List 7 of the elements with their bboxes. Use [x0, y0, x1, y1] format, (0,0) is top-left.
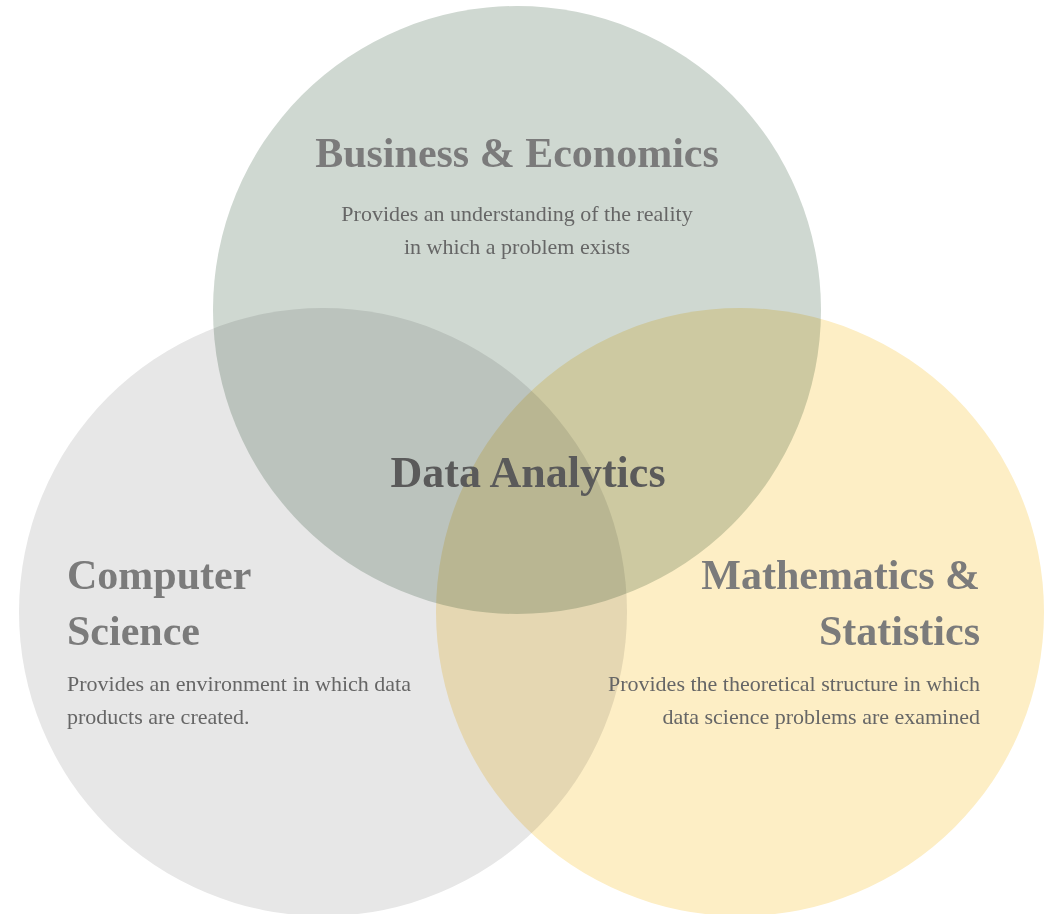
circle-description: Provides the theoretical structure in which data science problems are examined [606, 670, 980, 731]
circle-description: Provides an understanding of the reality in which a problem exists [340, 200, 694, 261]
circle-heading: Business & Economics [314, 129, 720, 178]
circle-heading: Computer Science [67, 551, 252, 656]
circle-heading: Mathematics & Statistics [700, 551, 980, 656]
center-label: Data Analytics [389, 447, 667, 499]
circle-description: Provides an environment in which data products are created. [67, 670, 412, 731]
